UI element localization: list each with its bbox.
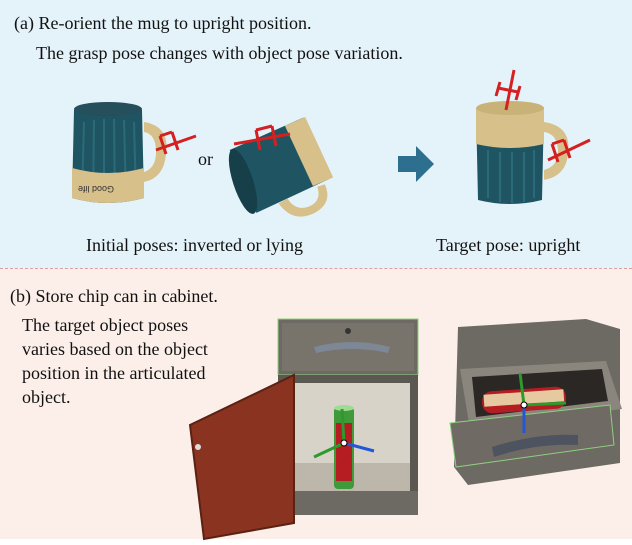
lying-mug-image: [228, 117, 334, 217]
transition-arrow-icon: [398, 146, 434, 182]
cabinet-open-door-image: [188, 318, 419, 541]
description-line: The target object poses: [22, 315, 189, 335]
initial-poses-caption: Initial poses: inverted or lying: [86, 235, 303, 255]
target-pose-caption: Target pose: upright: [436, 235, 581, 255]
cabinet-open-drawer-image: [449, 319, 622, 485]
panel-b: (b) Store chip can in cabinet. The targe…: [0, 268, 632, 541]
panel-a-title: (a) Re-orient the mug to upright positio…: [14, 13, 312, 33]
or-label: or: [198, 149, 213, 169]
description-line: object.: [22, 387, 71, 407]
panel-b-title: (b) Store chip can in cabinet.: [10, 286, 218, 306]
mug-label-inverted: Good life: [78, 184, 114, 194]
inverted-mug-image: Good life: [72, 102, 197, 203]
upright-mug-image: [476, 69, 591, 204]
panel-a-subtitle: The grasp pose changes with object pose …: [36, 43, 403, 63]
panel-b-description: The target object poses varies based on …: [22, 313, 208, 409]
description-line: varies based on the object: [22, 339, 208, 359]
description-line: position in the articulated: [22, 363, 206, 383]
panel-a: (a) Re-orient the mug to upright positio…: [0, 0, 632, 268]
